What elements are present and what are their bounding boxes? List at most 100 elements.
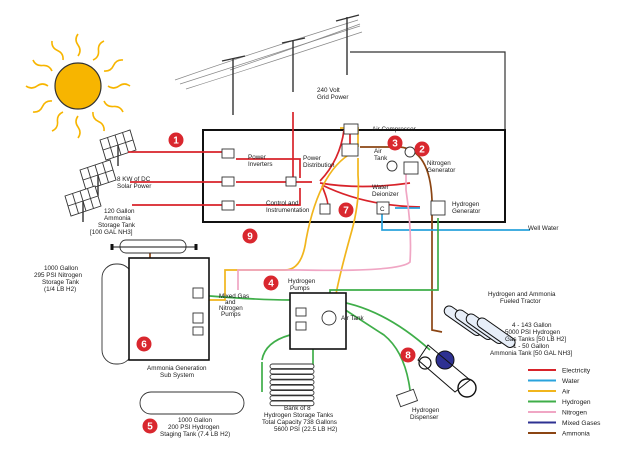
hydrogen-storage-tank — [269, 379, 315, 385]
svg-text:6: 6 — [141, 340, 147, 351]
hydrogen-storage-tank — [269, 395, 315, 401]
badge-8: 8 — [400, 347, 416, 363]
svg-text:Ammonia: Ammonia — [562, 430, 590, 437]
badge-5: 5 — [142, 418, 158, 434]
badge-3: 3 — [387, 135, 403, 151]
nitrogen-gen-box — [403, 161, 419, 175]
numbered-badges: 1 2 3 4 5 6 7 8 9 — [136, 132, 430, 434]
deionizer-box — [376, 201, 390, 215]
sun-ray — [92, 40, 105, 61]
badge-1: 1 — [168, 132, 184, 148]
compressor-box — [343, 123, 359, 135]
air-tank-mid-label: Air Tank — [341, 315, 364, 322]
hydrogen-pumps-box — [289, 292, 347, 350]
sun-ray — [32, 100, 53, 113]
air-tank-box — [341, 143, 359, 157]
svg-text:Mixed Gases: Mixed Gases — [562, 420, 601, 427]
hydrogen-storage-tank — [269, 390, 315, 396]
distribution-box — [285, 176, 297, 187]
sun-icon — [25, 33, 131, 139]
solar-panels — [64, 129, 137, 222]
pump-box — [192, 287, 204, 299]
valve-icon — [386, 160, 398, 172]
sun-ray — [103, 59, 124, 72]
svg-text:Air: Air — [562, 388, 571, 395]
svg-text:Hydrogen: Hydrogen — [562, 399, 591, 406]
svg-text:9: 9 — [247, 232, 253, 243]
staging-tank — [139, 391, 245, 415]
svg-text:Nitrogen: Nitrogen — [562, 409, 587, 416]
svg-text:1: 1 — [173, 136, 179, 147]
legend-item: Hydrogen — [528, 399, 591, 406]
sun-ray — [92, 111, 105, 132]
hydrogen-storage-tank — [269, 368, 315, 375]
well-water-label: Well Water — [528, 225, 558, 232]
air-tank-circle — [321, 310, 337, 326]
badge-4: 4 — [263, 275, 279, 291]
svg-text:5: 5 — [147, 422, 153, 433]
badge-6: 6 — [136, 336, 152, 352]
legend: ElectricityWaterAirHydrogenNitrogenMixed… — [528, 367, 601, 437]
legend-item: Water — [528, 378, 580, 385]
control-box — [319, 203, 331, 215]
legend-item: Electricity — [528, 367, 591, 374]
building-outline — [202, 129, 506, 223]
utility-pole — [335, 14, 360, 75]
hydrogen-storage-tank — [269, 363, 315, 370]
inverter-box — [221, 148, 235, 159]
pump-box — [295, 321, 307, 331]
legend-item: Nitrogen — [528, 409, 587, 416]
svg-text:3: 3 — [392, 139, 398, 150]
legend-item: Air — [528, 388, 571, 395]
tractor-icon — [417, 305, 516, 398]
hydrogen-gen-box — [430, 200, 446, 216]
inverter-box — [221, 176, 235, 187]
ammonia-storage-tank — [119, 239, 187, 254]
badge-9: 9 — [242, 228, 258, 244]
solar-panel — [64, 185, 102, 222]
sun-ray — [103, 100, 124, 113]
legend-item: Mixed Gases — [528, 420, 601, 427]
hydrogen-storage-tank — [269, 384, 315, 391]
air-compressor-label: Air Compressor — [372, 126, 416, 133]
svg-text:4: 4 — [268, 279, 274, 290]
inverter-box — [221, 200, 235, 211]
sun-ray — [32, 59, 53, 72]
power-lines — [174, 14, 506, 130]
svg-text:2: 2 — [419, 145, 425, 156]
svg-text:Water: Water — [562, 378, 580, 385]
svg-text:7: 7 — [343, 206, 349, 217]
utility-pole — [281, 37, 306, 92]
bank-of-8-tanks — [269, 363, 315, 407]
sun-ray — [51, 40, 64, 61]
deionizer-letter: C — [380, 206, 385, 213]
solar-panel — [79, 159, 117, 196]
badge-7: 7 — [338, 202, 354, 218]
dispenser-box — [395, 388, 419, 408]
sun-ray — [75, 115, 81, 139]
sun-ray — [107, 83, 131, 89]
hydrogen-storage-tank — [269, 400, 315, 407]
legend-item: Ammonia — [528, 430, 590, 437]
pump-box — [192, 312, 204, 324]
badge-2: 2 — [414, 141, 430, 157]
